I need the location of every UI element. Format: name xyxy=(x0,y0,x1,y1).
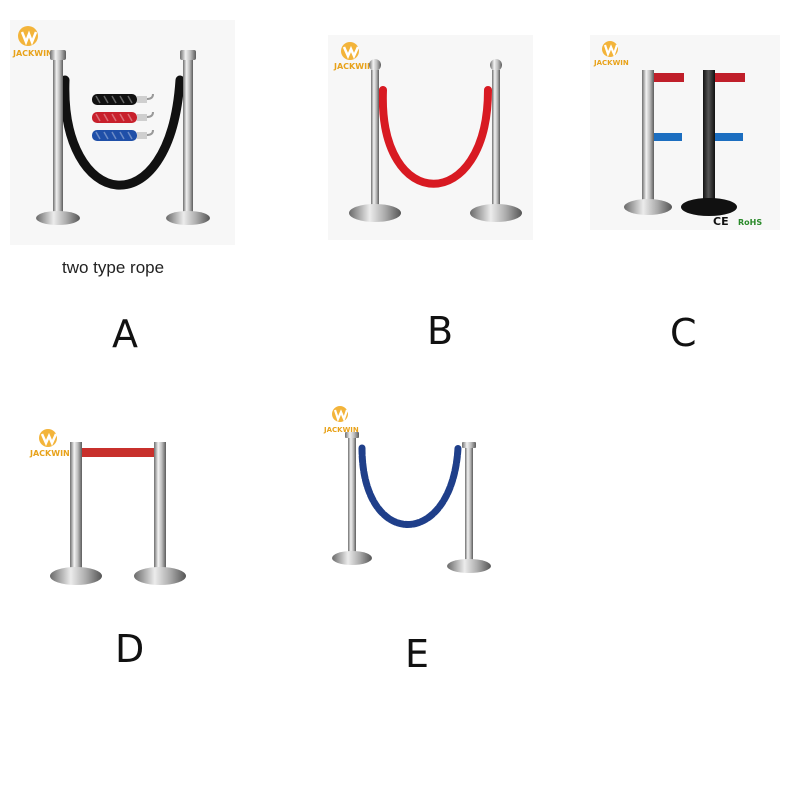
jackwin-logo-icon: JACKWIN xyxy=(12,26,53,58)
stanchion-belt-image-d: JACKWIN xyxy=(28,420,208,605)
red-velvet-rope xyxy=(378,86,492,188)
ce-mark-icon: CE xyxy=(713,215,729,228)
rope-samples xyxy=(92,93,154,141)
jackwin-logo-icon: JACKWIN xyxy=(323,406,359,434)
panel-b: JACKWIN xyxy=(328,35,533,240)
jackwin-logo-icon: JACKWIN xyxy=(333,42,374,71)
panel-e: JACKWIN xyxy=(322,400,507,585)
stanchion-rope-image-a: JACKWIN xyxy=(10,20,235,245)
panel-a: JACKWIN xyxy=(10,20,235,245)
brand-text: JACKWIN xyxy=(323,426,359,434)
panel-c: JACKWIN CE RoHS xyxy=(590,35,780,230)
panel-d: JACKWIN xyxy=(28,420,208,605)
panel-a-caption: two type rope xyxy=(62,258,165,277)
panel-e-letter: E xyxy=(405,632,430,676)
red-retractable-belt xyxy=(80,448,156,457)
black-velvet-rope xyxy=(60,75,185,190)
jackwin-logo-icon: JACKWIN xyxy=(29,429,70,458)
jackwin-logo-icon: JACKWIN xyxy=(593,41,629,67)
stanchion-rope-image-e: JACKWIN xyxy=(322,400,507,585)
rohs-mark-icon: RoHS xyxy=(738,218,762,227)
panel-c-letter: C xyxy=(670,311,697,355)
brand-text: JACKWIN xyxy=(593,59,629,67)
blue-twisted-rope xyxy=(358,444,462,528)
brand-text: JACKWIN xyxy=(29,449,70,458)
panel-a-letter: A xyxy=(112,312,138,356)
brand-text: JACKWIN xyxy=(333,62,374,71)
panel-b-letter: B xyxy=(427,309,454,353)
panel-d-letter: D xyxy=(115,627,145,671)
stanchion-belt-image-c: JACKWIN CE RoHS xyxy=(590,35,780,230)
brand-text: JACKWIN xyxy=(12,49,53,58)
stanchion-rope-image-b: JACKWIN xyxy=(328,35,533,240)
